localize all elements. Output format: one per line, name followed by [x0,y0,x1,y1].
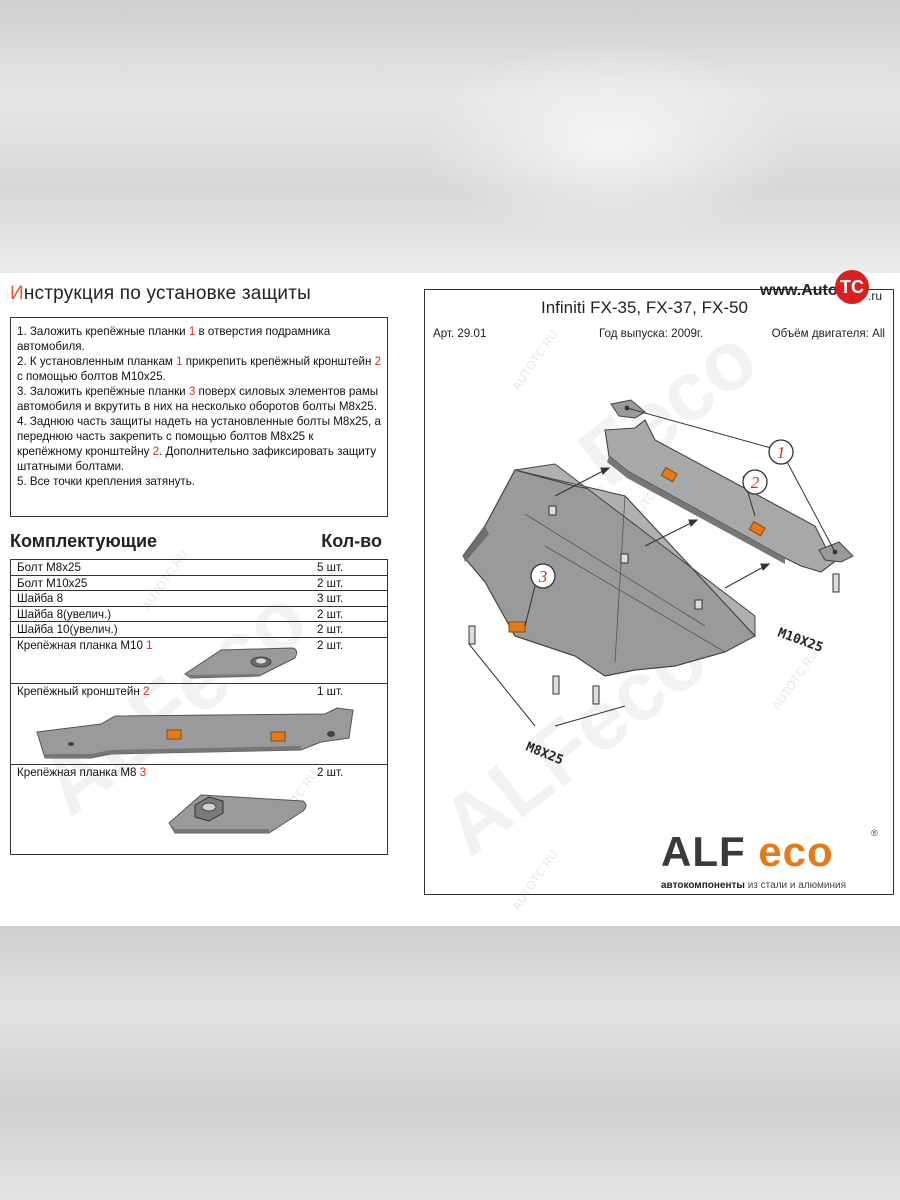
tagline-rest: из стали и алюминия [744,880,847,891]
logo-accent: eco [758,828,834,875]
kit-row-qty: 2 шт. [317,607,344,621]
title-first-letter: И [10,283,24,304]
kit-row: Болт М8х25 5 шт. [11,560,387,576]
callout-number: 3 [538,567,548,586]
step-text: 4. Заднюю часть защиты надеть на установ… [17,415,381,458]
step-text: в отверстия подрамника автомобиля. [17,325,331,353]
plate-m8-illustration [168,793,307,833]
product-engine: Объём двигателя: All [771,327,885,340]
step-text: . Дополнительно зафиксировать защиту шта… [17,445,377,473]
kit-row-name: Болт М8х25 [17,561,81,574]
kit-row-qty: 1 шт. [317,684,344,698]
kit-heading: Комплектующие [10,531,158,551]
callout-2: 2 [742,469,768,495]
bolt-label-m8: M8X25 [524,740,566,769]
step-text: 3. Заложить крепёжные планки [17,385,189,398]
instruction-step: 1. Заложить крепёжные планки 1 в отверст… [17,324,381,354]
instruction-title: Инструкция по установке защиты [10,283,311,305]
blurred-background-top [0,0,900,273]
instruction-step: 3. Заложить крепёжные планки 3 поверх си… [17,384,381,414]
step-text: с помощью болтов М10х25. [17,370,166,383]
assembly-arrows [554,467,771,589]
step-text: прикрепить крепёжный кронштейн [182,355,375,368]
title-rest: нструкция по установке защиты [23,283,311,304]
bolt-icons [468,505,840,705]
instruction-step: 2. К установленным планкам 1 прикрепить … [17,354,381,384]
skid-plate-illustration [462,463,756,677]
callout-leaders [468,407,836,727]
callout-1: 1 [768,439,794,465]
logo-main: ALF [661,828,759,875]
kit-row-qty: 2 шт. [317,623,344,636]
tagline-bold: автокомпоненты [661,880,745,891]
kit-row-number: 2 [142,684,150,698]
kit-row-plate-m8: Крепёжная планка М8 3 2 шт. [11,765,387,840]
registered-mark: ® [871,828,878,838]
installation-diagram: 1 2 3 M10X25 M8X25 [462,399,854,769]
blurred-background-bottom [0,926,900,1200]
bracket-illustration [36,706,354,758]
kit-table: Болт М8х25 5 шт. Болт М10х25 2 шт. Шайба… [10,559,388,855]
part-number: 1 [188,325,196,338]
site-watermark-text: www.Auto [760,282,838,299]
kit-row-name: Шайба 10(увелич.) [17,623,118,636]
callout-number: 1 [777,443,786,462]
kit-row-number: 1 [146,638,153,652]
kit-row-name: Крепёжный кронштейн [17,684,143,698]
kit-row: Шайба 10(увелич.) 2 шт. [11,622,387,638]
site-tc-badge: TC [835,270,869,304]
product-year: Год выпуска: 2009г. [599,327,703,340]
kit-row-number: 3 [139,765,147,779]
part-number: 1 [176,355,183,368]
step-text: 1. Заложить крепёжные планки [17,325,189,338]
kit-heading-row: Комплектующие Кол-во [10,531,388,557]
kit-row-name: Болт М10х25 [17,576,88,590]
step-text: поверх силовых элементов рамы автомобиля… [17,385,379,413]
kit-row: Болт М10х25 2 шт. [11,576,387,591]
kit-row-name: Крепёжная планка М10 [17,638,147,652]
kit-row-qty: 5 шт. [317,561,344,574]
callout-number: 2 [751,473,760,492]
instruction-step: 5. Все точки крепления затянуть. [17,474,381,489]
qty-heading: Кол-во [321,531,382,551]
step-text: 5. Все точки крепления затянуть. [17,475,195,488]
kit-row-plate-m10: Крепёжная планка М10 1 2 шт. [11,638,387,684]
instruction-sheet: ALFeco ALFeco ALFeco AUTOTC.RU AUTOTC.RU… [0,273,900,926]
instruction-step: 4. Заднюю часть защиты надеть на установ… [17,414,381,474]
kit-row-qty: 2 шт. [317,638,344,652]
kit-row-qty: 2 шт. [317,765,344,779]
part-number: 2 [152,445,160,458]
step-text: 2. К установленным планкам [17,355,177,368]
instruction-steps: 1. Заложить крепёжные планки 1 в отверст… [10,317,388,517]
product-panel: Infiniti FX-35, FX-37, FX-50 Арт. 29.01 … [424,289,894,895]
alfeco-logo: ALF eco [661,828,834,876]
kit-row: Шайба 8 3 шт. [11,591,387,607]
part-number: 2 [374,355,382,368]
kit-row-name: Шайба 8(увелич.) [17,607,112,621]
callout-3: 3 [530,563,556,589]
site-suffix: .ru [868,289,883,303]
logo-tagline: автокомпоненты из стали и алюминия [661,880,846,891]
bolt-label-m10: M10X25 [776,626,825,656]
product-model: Infiniti FX-35, FX-37, FX-50 [541,298,748,317]
kit-row-name: Крепёжная планка М8 [17,765,140,779]
kit-row-qty: 2 шт. [317,576,344,590]
kit-row-bracket: Крепёжный кронштейн 2 1 шт. [11,684,387,765]
part-number: 3 [188,385,196,398]
kit-row: Шайба 8(увелич.) 2 шт. [11,607,387,622]
kit-row-qty: 3 шт. [317,592,344,605]
kit-row-name: Шайба 8 [17,592,64,605]
plate-m10-illustration [184,646,298,679]
product-art: Арт. 29.01 [433,327,487,340]
